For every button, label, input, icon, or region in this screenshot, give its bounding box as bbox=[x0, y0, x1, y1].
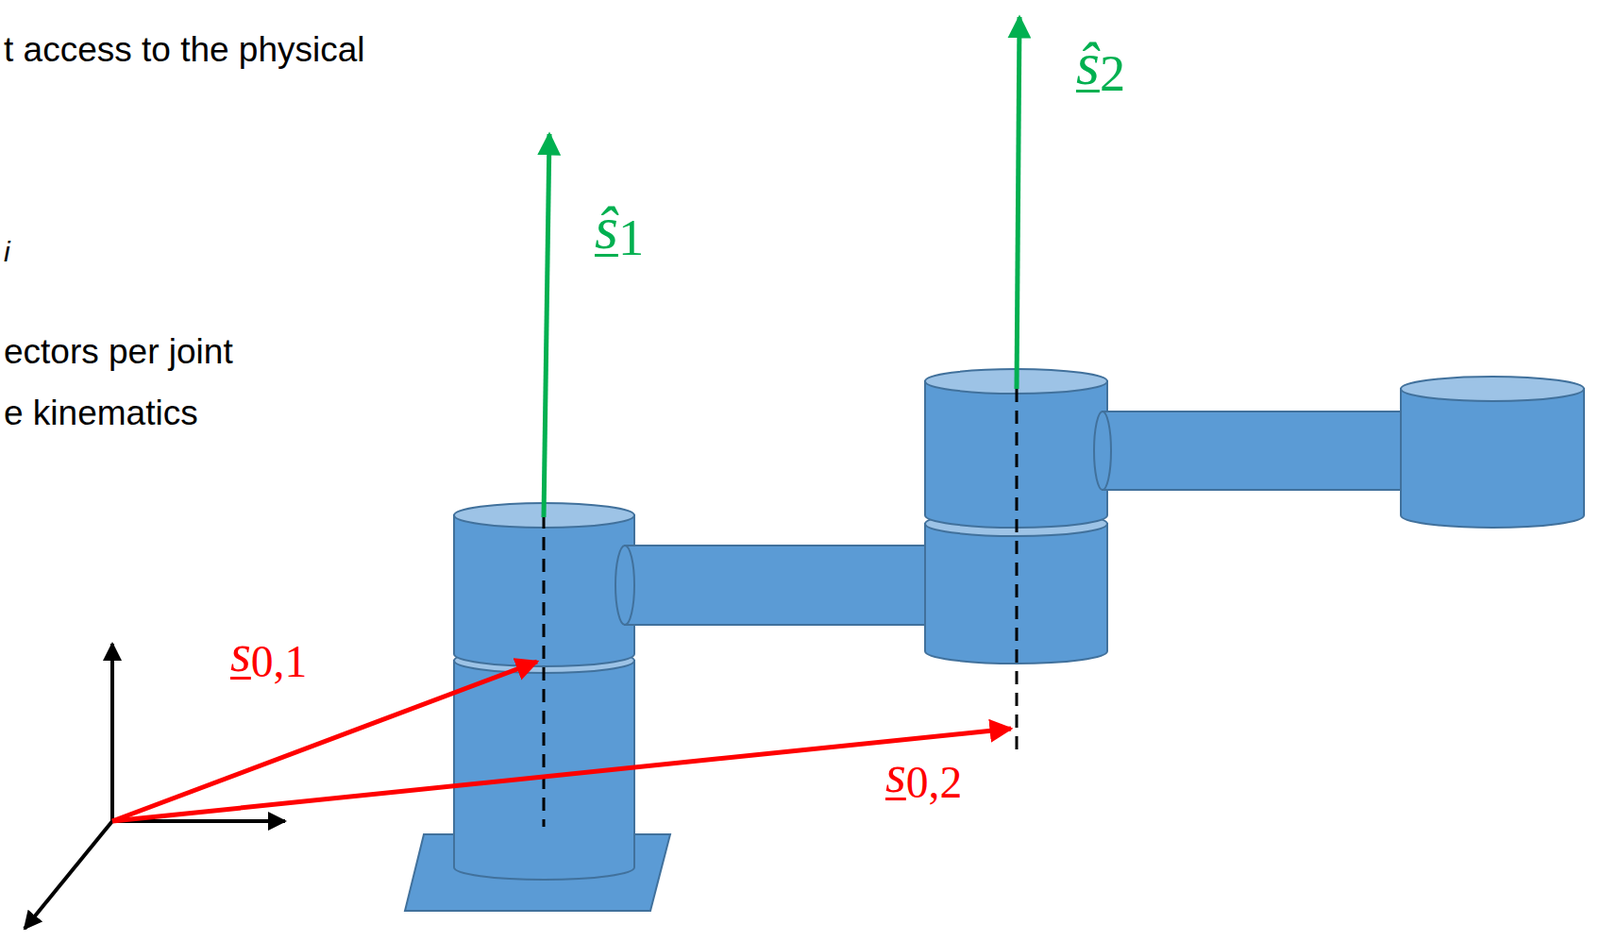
link-2 bbox=[1094, 411, 1409, 490]
link-body bbox=[624, 545, 929, 625]
joint-axis-2 bbox=[1015, 388, 1019, 756]
link-1 bbox=[615, 545, 929, 625]
vector-symbol: ŝ bbox=[594, 194, 619, 262]
vector-symbol: s bbox=[885, 744, 907, 804]
joint-axis-1 bbox=[542, 515, 546, 827]
base-frame bbox=[24, 643, 286, 929]
frame-x-axis bbox=[24, 821, 113, 929]
slide-text: i bbox=[3, 237, 11, 267]
vector-subscript: 1 bbox=[618, 209, 644, 267]
axis-vector-label: ŝ1 bbox=[594, 198, 644, 259]
end-effector-cylinder bbox=[1400, 376, 1584, 528]
axis-vector-2 bbox=[1016, 16, 1020, 389]
frame-z-axis bbox=[110, 643, 115, 822]
vector-symbol: ŝ bbox=[1076, 30, 1100, 98]
slide-text: t access to the physical bbox=[3, 32, 366, 68]
slide-text: e kinematics bbox=[3, 395, 199, 431]
link-cap bbox=[615, 545, 635, 625]
axis-vector-label: ŝ2 bbox=[1076, 33, 1126, 95]
link-cap bbox=[1094, 411, 1112, 490]
position-vector-label: s0,1 bbox=[230, 626, 307, 680]
vector-subscript: 0,1 bbox=[251, 637, 308, 687]
cylinder-body bbox=[1400, 388, 1584, 528]
position-vector-label: s0,2 bbox=[885, 747, 962, 801]
cylinder-top bbox=[1400, 376, 1584, 402]
vector-subscript: 0,2 bbox=[906, 757, 963, 808]
vector-symbol: s bbox=[230, 623, 252, 683]
vector-subscript: 2 bbox=[1099, 45, 1126, 102]
link-body bbox=[1102, 411, 1409, 490]
slide-text: ectors per joint bbox=[3, 334, 234, 370]
position-vector-2 bbox=[112, 728, 1011, 822]
axis-vector-1 bbox=[543, 134, 550, 518]
